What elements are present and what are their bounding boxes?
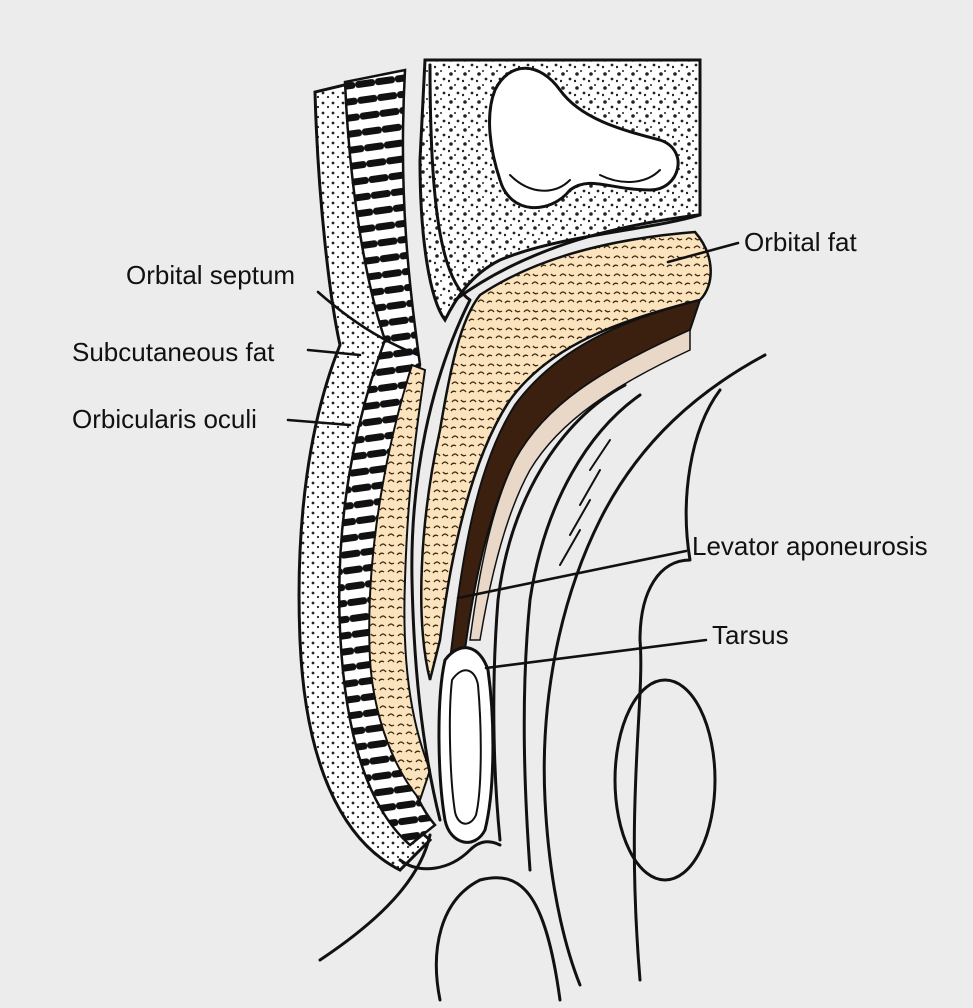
cornea-outline — [632, 388, 722, 982]
leader-levator-aponeurosis — [456, 549, 688, 600]
leader-orbital-septum — [316, 290, 420, 357]
leader-tarsus — [484, 638, 708, 670]
orbital-fat — [420, 230, 712, 681]
label-tarsus: Tarsus — [712, 620, 789, 650]
label-subcutaneous-fat: Subcutaneous fat — [72, 337, 275, 367]
label-orbital-septum: Orbital septum — [126, 260, 295, 290]
globe-outline — [542, 353, 767, 987]
eyelash — [318, 833, 432, 962]
label-orbicularis-oculi: Orbicularis oculi — [72, 404, 257, 434]
conjunctiva-inner-line — [522, 393, 642, 872]
conjunctiva-line — [492, 383, 627, 842]
tarsus-inner — [448, 669, 482, 825]
leader-subcutaneous-fat — [306, 348, 362, 357]
leader-orbital-fat — [666, 241, 740, 264]
tarsus — [437, 646, 495, 844]
leader-orbicularis-oculi — [286, 418, 352, 427]
lens-outline — [613, 678, 717, 882]
orbital-septum-line — [410, 63, 472, 822]
preseptal-fat — [368, 363, 432, 803]
sinus-hatching — [509, 169, 661, 192]
muller-muscle-band — [469, 328, 691, 641]
frontal-sinus — [488, 66, 680, 210]
label-levator-aponeurosis: Levator aponeurosis — [692, 531, 928, 561]
label-orbital-fat: Orbital fat — [744, 227, 857, 257]
sclera-hatch — [559, 439, 611, 566]
lower-lid — [434, 876, 562, 1002]
periorbita-line — [453, 213, 700, 302]
